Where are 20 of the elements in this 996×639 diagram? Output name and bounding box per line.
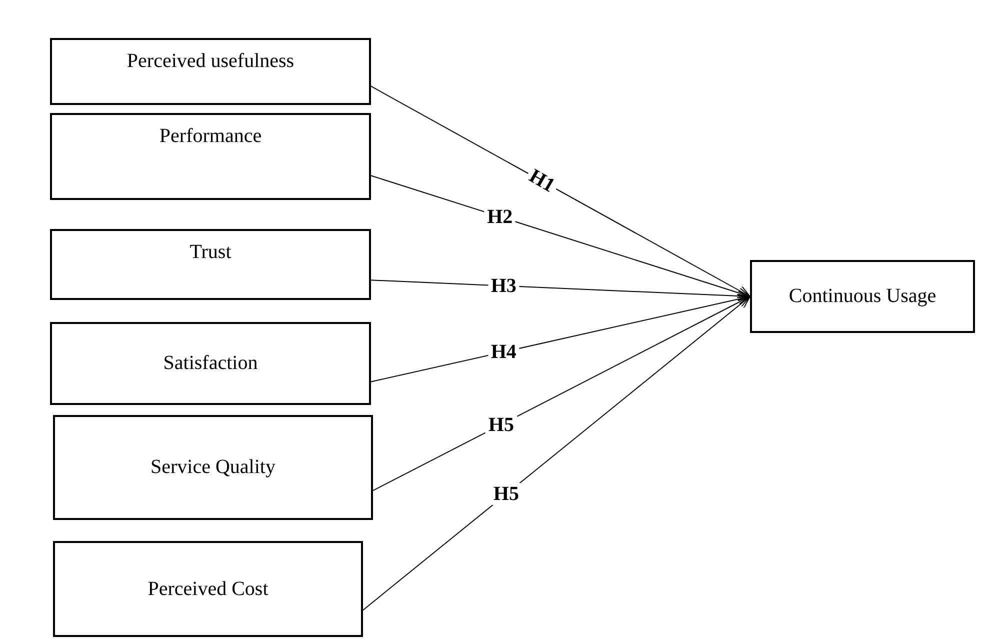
concept-box	[750, 260, 975, 333]
concept-label: Satisfaction	[163, 352, 258, 375]
concept-label: Service Quality	[150, 456, 276, 479]
edge-label: H5	[490, 483, 522, 506]
concept-box	[50, 38, 371, 105]
arrow	[370, 86, 750, 297]
arrow	[370, 175, 750, 298]
concept-label: Trust	[190, 241, 232, 263]
concept-label: Perceived usefulness	[126, 50, 294, 72]
concept-box	[50, 322, 371, 405]
concept-label: Perceived Cost	[148, 578, 268, 600]
concept-box	[53, 541, 363, 637]
concept-box	[50, 113, 371, 200]
concept-label: Performance	[159, 125, 262, 147]
concept-label: Continuous Usage	[788, 285, 936, 308]
concept-box	[50, 229, 371, 300]
edge-label: H5	[485, 414, 517, 436]
arrow	[362, 296, 750, 611]
arrow	[372, 296, 750, 492]
concept-box	[53, 415, 373, 520]
